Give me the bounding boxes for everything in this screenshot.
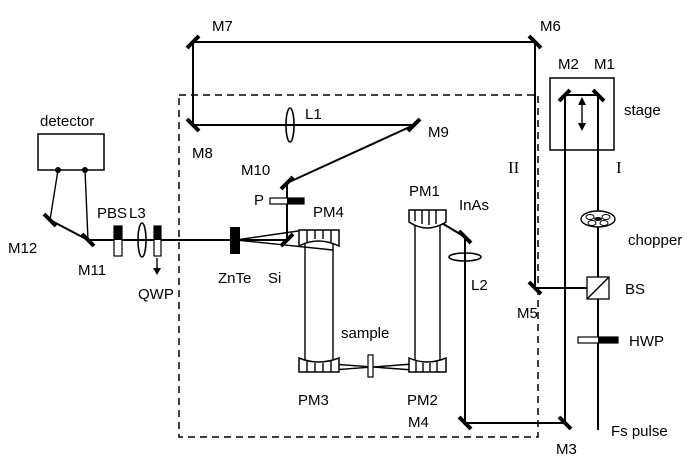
parabolic-mirror-pm1: [408, 209, 447, 229]
label-pbs: PBS: [97, 205, 127, 222]
detector-lead-2: [84, 169, 89, 241]
beam-m11-m12: [49, 219, 89, 241]
label-path-i: I: [616, 158, 622, 177]
chopper-icon: [580, 210, 616, 228]
label-detector: detector: [40, 113, 94, 130]
parabolic-mirror-pm2: [408, 356, 447, 373]
thz-to-znte-b: [235, 229, 306, 241]
label-pm2: PM2: [407, 392, 438, 409]
label-m9: M9: [428, 124, 449, 141]
mirror-m6: [527, 34, 543, 50]
label-pm1: PM1: [409, 183, 440, 200]
label-sample: sample: [341, 325, 389, 342]
label-m12: M12: [8, 240, 37, 257]
label-l2: L2: [471, 277, 488, 294]
mirror-m7: [185, 34, 201, 50]
label-m6: M6: [540, 18, 561, 35]
polarizer-p-fill: [287, 198, 304, 204]
label-l1: L1: [305, 106, 322, 123]
lens-l1: [285, 107, 295, 143]
mirror-inas: [457, 229, 473, 245]
stage-arrow-icon: [578, 97, 586, 131]
znte-crystal: [230, 227, 240, 254]
label-pm3: PM3: [298, 392, 329, 409]
label-path-ii: II: [508, 158, 520, 177]
detector-port-1: [55, 167, 61, 173]
label-stage: stage: [624, 102, 661, 119]
label-qwp: QWP: [138, 286, 174, 303]
mirror-m10: [279, 175, 295, 191]
qwp-arrow-head: [153, 268, 161, 275]
label-m11: M11: [78, 262, 106, 279]
lens-l2: [448, 252, 482, 262]
label-m2: M2: [558, 56, 579, 73]
mirror-m3: [557, 415, 573, 431]
label-m8: M8: [192, 145, 213, 162]
beam-m9-m10: [286, 124, 415, 184]
mirror-m8: [185, 117, 201, 133]
label-chopper: chopper: [628, 232, 682, 249]
lens-l3: [137, 222, 147, 258]
mirror-m9: [406, 117, 422, 133]
mirror-m1: [591, 88, 606, 103]
label-znte: ZnTe: [218, 270, 251, 287]
mirror-m4: [457, 415, 473, 431]
mirror-m11: [80, 232, 96, 248]
label-m7: M7: [212, 18, 233, 35]
mirror-m12: [42, 212, 58, 228]
label-pm4: PM4: [313, 204, 344, 221]
label-fs-pulse: Fs pulse: [611, 423, 668, 440]
qwp-fill: [154, 226, 161, 240]
beam-splitter: [586, 276, 610, 300]
label-bs: BS: [625, 281, 645, 298]
mirror-m5: [527, 280, 543, 296]
label-p: P: [254, 192, 264, 209]
detector-lead-1: [49, 169, 59, 221]
detector-box: [37, 133, 105, 171]
sample-holder: [367, 354, 374, 378]
label-m10: M10: [241, 162, 270, 179]
detector-port-2: [82, 167, 88, 173]
mirror-si: [279, 232, 295, 248]
pbs-fill: [114, 226, 122, 240]
label-si: Si: [268, 270, 281, 287]
label-m1: M1: [594, 56, 615, 73]
label-l3: L3: [129, 205, 146, 222]
parabolic-mirror-pm3: [298, 356, 340, 373]
label-m5: M5: [517, 305, 538, 322]
hwp-fill: [598, 337, 618, 343]
enclosure-box: [178, 94, 539, 438]
label-hwp: HWP: [629, 333, 664, 350]
mirror-m2: [557, 88, 572, 103]
parabolic-mirror-pm4: [298, 229, 340, 248]
label-inas: InAs: [459, 197, 489, 214]
label-m3: M3: [556, 441, 577, 458]
label-m4: M4: [408, 414, 429, 431]
stage-box: [549, 77, 615, 151]
